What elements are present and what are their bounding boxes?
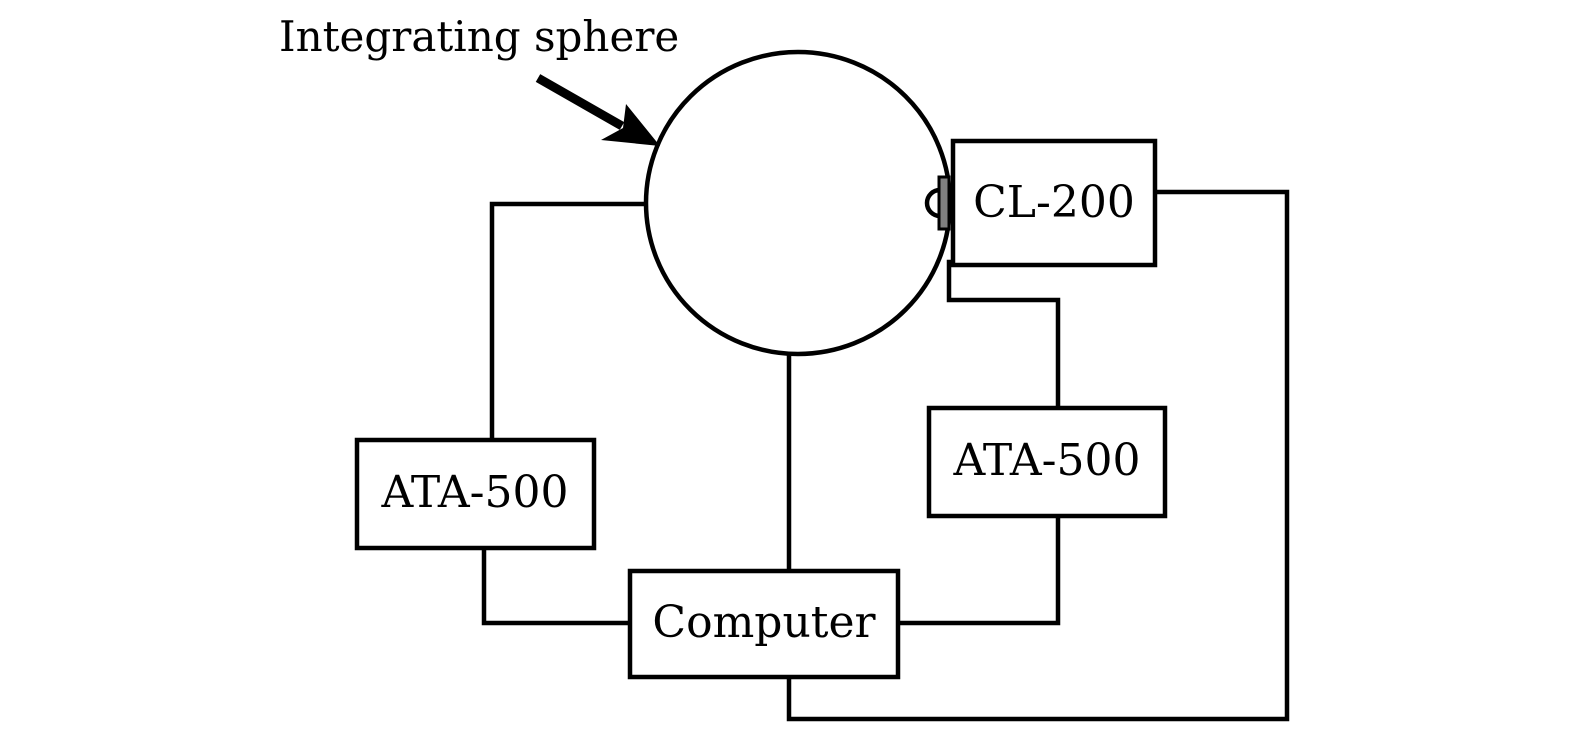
- ata500-left-box: [354, 437, 597, 551]
- wire-cl200-to-computer: [786, 189, 1290, 722]
- ata500-right-box: [926, 405, 1168, 519]
- ata500-right-label: ATA-500: [953, 435, 1141, 486]
- cl200-label: CL-200: [973, 177, 1135, 228]
- annotation-arrow-shaft: [535, 74, 625, 130]
- wire-sphere-to-left-amplifier: [489, 201, 645, 443]
- sensor-head: [937, 175, 951, 231]
- computer-box: [627, 568, 901, 680]
- wire-left-amplifier-to-computer: [481, 545, 633, 626]
- computer-label: Computer: [652, 597, 876, 648]
- ata500-left-node: ATA-500: [354, 437, 597, 551]
- wire-right-amplifier-to-computer: [895, 513, 1061, 626]
- ata500-right-node: ATA-500: [926, 405, 1168, 519]
- annotation-label: Integrating sphere: [279, 12, 679, 61]
- cl200-node: CL-200: [950, 138, 1158, 268]
- ata500-left-label: ATA-500: [381, 467, 569, 518]
- computer-node: Computer: [627, 568, 901, 680]
- cl200-box: [950, 138, 1158, 268]
- wire-sphere-to-right-amplifier: [946, 259, 1061, 411]
- annotation-arrow-head-icon: [601, 104, 660, 146]
- integrating-sphere: [643, 49, 953, 357]
- sensor-lens-icon: [924, 187, 943, 219]
